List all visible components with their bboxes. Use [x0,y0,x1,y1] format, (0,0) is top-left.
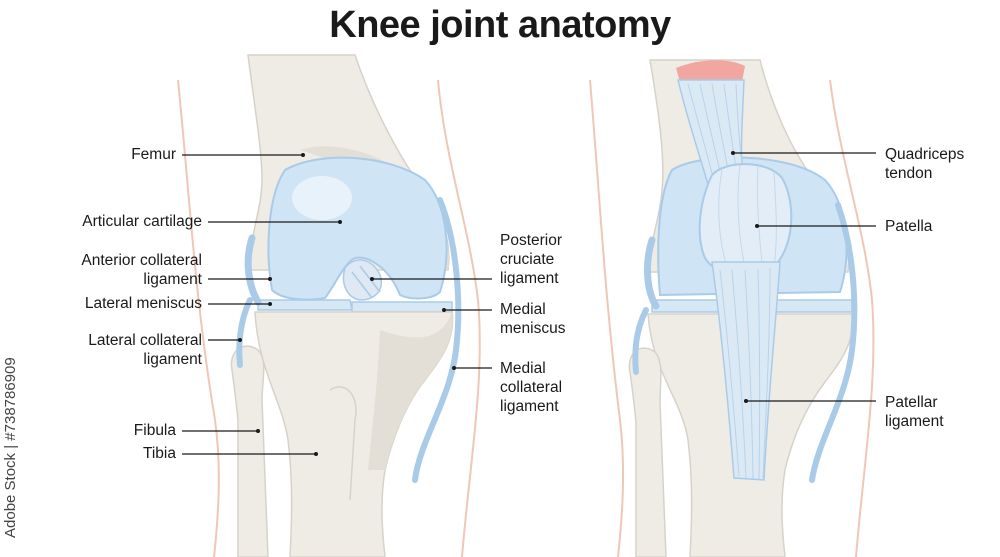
right-skin-outline [589,79,625,557]
posterior-cruciate-ligament [342,259,382,301]
patella-shape [698,163,793,277]
left-knee-view [177,54,481,557]
label-fibula: Fibula [133,422,176,439]
label-articular-cartilage: Articular cartilage [82,213,202,230]
left-skin-outline-right [437,79,481,557]
leader-dots [238,151,759,456]
fibula-bone [230,345,269,557]
label-femur: Femur [131,146,176,163]
label-patella: Patella [885,218,933,235]
label-posterior-cruciate-ligament: Posterior cruciate ligament [500,232,563,287]
quadriceps-muscle [676,60,745,82]
patellar-ligament-shape [711,261,781,481]
label-medial-meniscus: Medial meniscus [500,301,566,337]
right-skin-outline-right [829,79,875,557]
left-skin-outline [177,79,220,557]
medial-collateral-ligament-shape [412,197,462,483]
anterior-collateral-ligament-shape [244,234,262,306]
label-lateral-meniscus: Lateral meniscus [84,295,202,312]
stock-credit: Adobe Stock | #738786909 [2,357,19,538]
medial-meniscus-shape [351,301,453,313]
label-tibia: Tibia [142,445,176,462]
right-knee-view [589,59,875,557]
label-lateral-collateral-ligament: Lateral collateral ligament [88,332,202,368]
label-medial-collateral-ligament: Medial collateral ligament [500,360,563,415]
leader-lines [182,152,876,455]
label-quadriceps-tendon: Quadriceps tendon [885,146,965,182]
lateral-meniscus-shape [257,299,353,311]
label-patellar-ligament: Patellar ligament [885,394,944,430]
lateral-collateral-ligament-shape [236,297,253,368]
label-anterior-collateral-ligament: Anterior collateral ligament [81,252,202,288]
page-title: Knee joint anatomy [329,4,671,46]
